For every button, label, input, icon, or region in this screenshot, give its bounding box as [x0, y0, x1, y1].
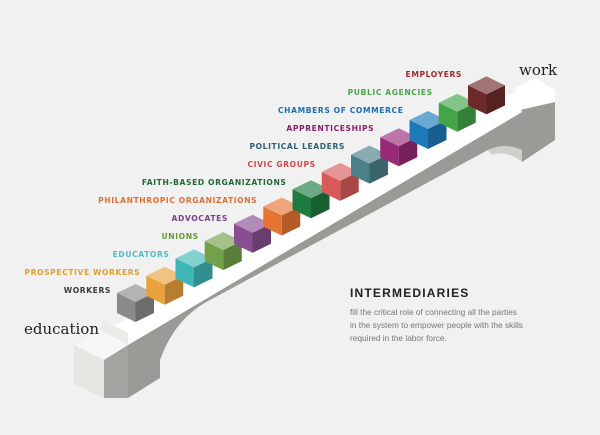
cube-right [486, 85, 505, 115]
cube-prospective-workers [146, 266, 184, 305]
intermediaries-line-1: fill the critical role of connecting all… [350, 307, 517, 317]
cube-unions [204, 232, 242, 271]
right-pier-side [512, 100, 555, 162]
cube-political-leaders [351, 145, 388, 184]
cube-left [146, 275, 165, 305]
cube-right [281, 206, 301, 236]
cube-civic-groups [321, 162, 359, 201]
step-label: EMPLOYERS [406, 70, 462, 79]
cube-right [369, 154, 388, 184]
cube-right [340, 171, 359, 201]
cube-left [263, 206, 282, 236]
step-label: UNIONS [162, 232, 199, 241]
cube-right [311, 189, 330, 219]
cube-left [468, 85, 487, 115]
left-step-riser [100, 320, 128, 345]
intermediaries-line-2: in the system to empower people with the… [350, 320, 523, 330]
cube-faith-based-organizations [292, 180, 330, 219]
step-label: PROSPECTIVE WORKERS [24, 268, 140, 277]
intermediaries-title: INTERMEDIARIES [350, 286, 470, 300]
cube-right [135, 293, 154, 322]
cube-employers [468, 76, 505, 115]
cube-workers [117, 284, 154, 322]
intermediaries-line-3: required in the labor force. [350, 333, 447, 343]
step-label: WORKERS [64, 286, 111, 295]
step-label: FAITH-BASED ORGANIZATIONS [142, 178, 287, 187]
cube-left [351, 154, 370, 184]
work-label: work [519, 61, 558, 79]
cube-left [234, 223, 253, 253]
beam-top [104, 92, 522, 345]
bridge-structure [74, 78, 555, 398]
cube-chambers-of-commerce [409, 111, 447, 149]
cube-left [204, 241, 224, 271]
left-step-top [74, 330, 128, 360]
right-arch [488, 145, 522, 162]
cube-left [292, 189, 311, 219]
cube-right [164, 275, 184, 305]
step-label: EDUCATORS [113, 250, 170, 259]
step-label: APPRENTICESHIPS [286, 124, 374, 133]
cube-right [223, 241, 242, 271]
cube-left [380, 137, 399, 167]
cube-right [194, 258, 213, 288]
cube-public-agencies [438, 93, 476, 132]
step-label: ADVOCATES [172, 214, 228, 223]
step-label: PHILANTHROPIC ORGANIZATIONS [98, 196, 257, 205]
cube-right [398, 137, 418, 167]
cube-left [409, 120, 428, 149]
left-step-side [104, 345, 128, 398]
beam-side [128, 112, 522, 398]
cube-left [117, 293, 136, 322]
cube-left [438, 102, 458, 132]
cube-apprenticeships [380, 128, 418, 167]
step-label: PUBLIC AGENCIES [348, 88, 433, 97]
step-label: CHAMBERS OF COMMERCE [278, 106, 404, 115]
cube-educators [175, 249, 213, 288]
cube-philanthropic-organizations [263, 197, 301, 236]
cube-left [175, 258, 194, 288]
education-label: education [24, 320, 99, 338]
cube-steps [117, 76, 505, 322]
cube-right [252, 223, 271, 253]
cube-right [457, 102, 476, 132]
step-label: CIVIC GROUPS [247, 160, 315, 169]
step-labels: WORKERS PROSPECTIVE WORKERS EDUCATORS UNION… [24, 70, 462, 295]
right-pier-top [515, 78, 555, 110]
cube-advocates [234, 214, 271, 253]
intermediaries-panel: INTERMEDIARIES fill the critical role of… [350, 286, 580, 345]
left-step-front [74, 345, 104, 398]
cube-left [321, 171, 341, 201]
step-label: POLITICAL LEADERS [249, 142, 345, 151]
cube-right [428, 120, 447, 149]
